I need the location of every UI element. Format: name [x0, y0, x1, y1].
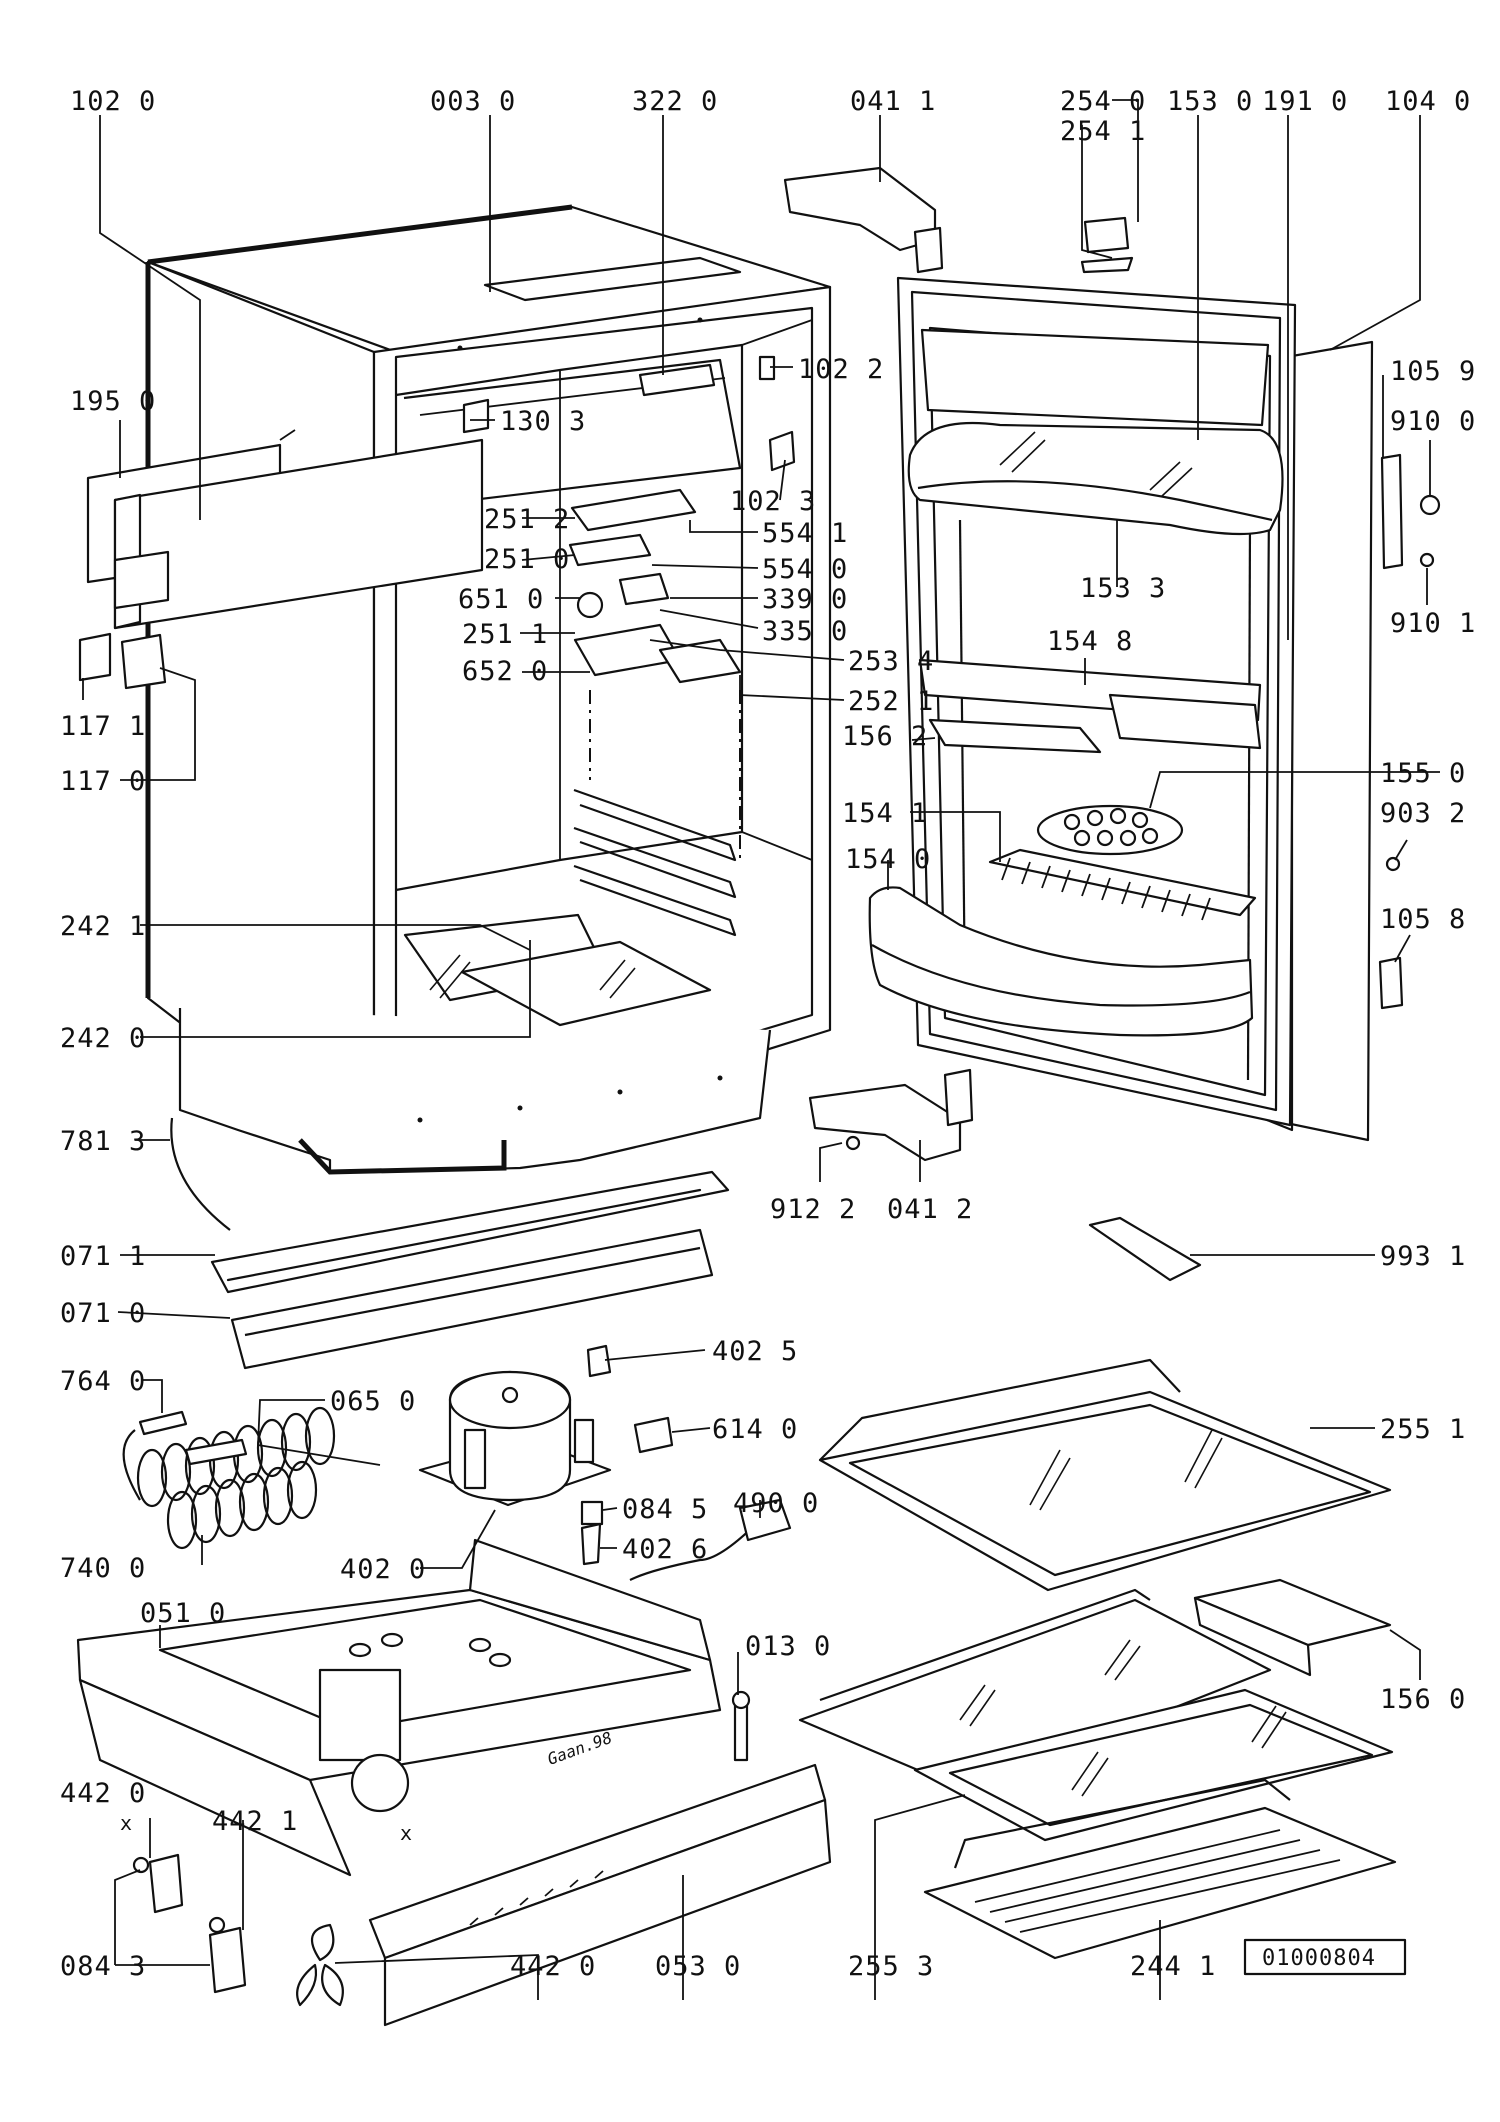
- label-255-3: 255 3: [848, 1951, 934, 1982]
- label-071-0: 071 0: [60, 1298, 146, 1329]
- label-554-1: 554 1: [762, 518, 848, 549]
- label-402-0: 402 0: [340, 1554, 426, 1585]
- label-102-0: 102 0: [70, 86, 156, 117]
- label-155-0: 155 0: [1380, 758, 1466, 789]
- leader-lines: [82, 99, 1440, 2000]
- label-335-0: 335 0: [762, 616, 848, 647]
- base-assembly: [76, 1117, 832, 2027]
- label-252-1: 252 1: [848, 686, 934, 717]
- label-104-0: 104 0: [1385, 86, 1471, 117]
- label-251-2: 251 2: [484, 504, 570, 535]
- label-105-9: 105 9: [1390, 356, 1476, 387]
- label-003-0: 003 0: [430, 86, 516, 117]
- x-mark-right: x: [400, 1821, 412, 1845]
- label-339-0: 339 0: [762, 584, 848, 615]
- label-156-2: 156 2: [842, 721, 928, 752]
- label-084-5: 084 5: [622, 1494, 708, 1525]
- label-442-0-a: 442 0: [60, 1778, 146, 1809]
- label-253-4: 253 4: [848, 646, 934, 677]
- label-740-0: 740 0: [60, 1553, 146, 1584]
- label-084-3: 084 3: [60, 1951, 146, 1982]
- label-614-0: 614 0: [712, 1414, 798, 1445]
- label-910-0: 910 0: [1390, 406, 1476, 437]
- label-102-3: 102 3: [730, 486, 816, 517]
- label-993-1: 993 1: [1380, 1241, 1466, 1272]
- door-assembly: [783, 166, 1441, 1282]
- label-153-0: 153 0: [1167, 86, 1253, 117]
- label-442-1: 442 1: [212, 1806, 298, 1837]
- label-402-6: 402 6: [622, 1534, 708, 1565]
- clips-117: [78, 632, 167, 690]
- label-065-0: 065 0: [330, 1386, 416, 1417]
- label-251-1: 251 1: [462, 619, 548, 650]
- label-154-0: 154 0: [845, 844, 931, 875]
- label-251-0: 251 0: [484, 544, 570, 575]
- cabinet-body: [145, 204, 832, 1175]
- label-781-3: 781 3: [60, 1126, 146, 1157]
- part-labels: 102 0 003 0 322 0 041 1 254 0 254 1 153 …: [60, 86, 1476, 1982]
- drawing-id-box: 01000804: [1243, 1938, 1407, 1976]
- glass-shelves: [798, 1358, 1397, 1960]
- label-041-1: 041 1: [850, 86, 936, 117]
- label-490-0: 490 0: [733, 1488, 819, 1519]
- label-442-0-b: 442 0: [510, 1951, 596, 1982]
- label-154-8: 154 8: [1047, 626, 1133, 657]
- label-651-0: 651 0: [458, 584, 544, 615]
- label-130-3: 130 3: [500, 406, 586, 437]
- label-071-1: 071 1: [60, 1241, 146, 1272]
- label-013-0: 013 0: [745, 1631, 831, 1662]
- label-117-1: 117 1: [60, 711, 146, 742]
- label-242-1: 242 1: [60, 911, 146, 942]
- label-402-5: 402 5: [712, 1336, 798, 1367]
- label-191-0: 191 0: [1262, 86, 1348, 117]
- label-652-0: 652 0: [462, 656, 548, 687]
- label-154-1: 154 1: [842, 798, 928, 829]
- label-254-1: 254 1: [1060, 116, 1146, 147]
- label-105-8: 105 8: [1380, 904, 1466, 935]
- label-554-0: 554 0: [762, 554, 848, 585]
- top-cover-panel: [86, 429, 484, 630]
- label-244-1: 244 1: [1130, 1951, 1216, 1982]
- label-102-2: 102 2: [798, 354, 884, 385]
- label-764-0: 764 0: [60, 1366, 146, 1397]
- label-910-1: 910 1: [1390, 608, 1476, 639]
- label-051-0: 051 0: [140, 1598, 226, 1629]
- label-322-0: 322 0: [632, 86, 718, 117]
- drawing-id: 01000804: [1262, 1946, 1376, 1971]
- label-903-2: 903 2: [1380, 798, 1466, 829]
- label-242-0: 242 0: [60, 1023, 146, 1054]
- label-912-2: 912 2: [770, 1194, 856, 1225]
- x-mark-left: x: [120, 1811, 132, 1835]
- label-254-0: 254 0: [1060, 86, 1146, 117]
- label-153-3: 153 3: [1080, 573, 1166, 604]
- label-117-0: 117 0: [60, 766, 146, 797]
- label-053-0: 053 0: [655, 1951, 741, 1982]
- label-195-0: 195 0: [70, 386, 156, 417]
- label-041-2: 041 2: [887, 1194, 973, 1225]
- label-156-0: 156 0: [1380, 1684, 1466, 1715]
- label-255-1: 255 1: [1380, 1414, 1466, 1445]
